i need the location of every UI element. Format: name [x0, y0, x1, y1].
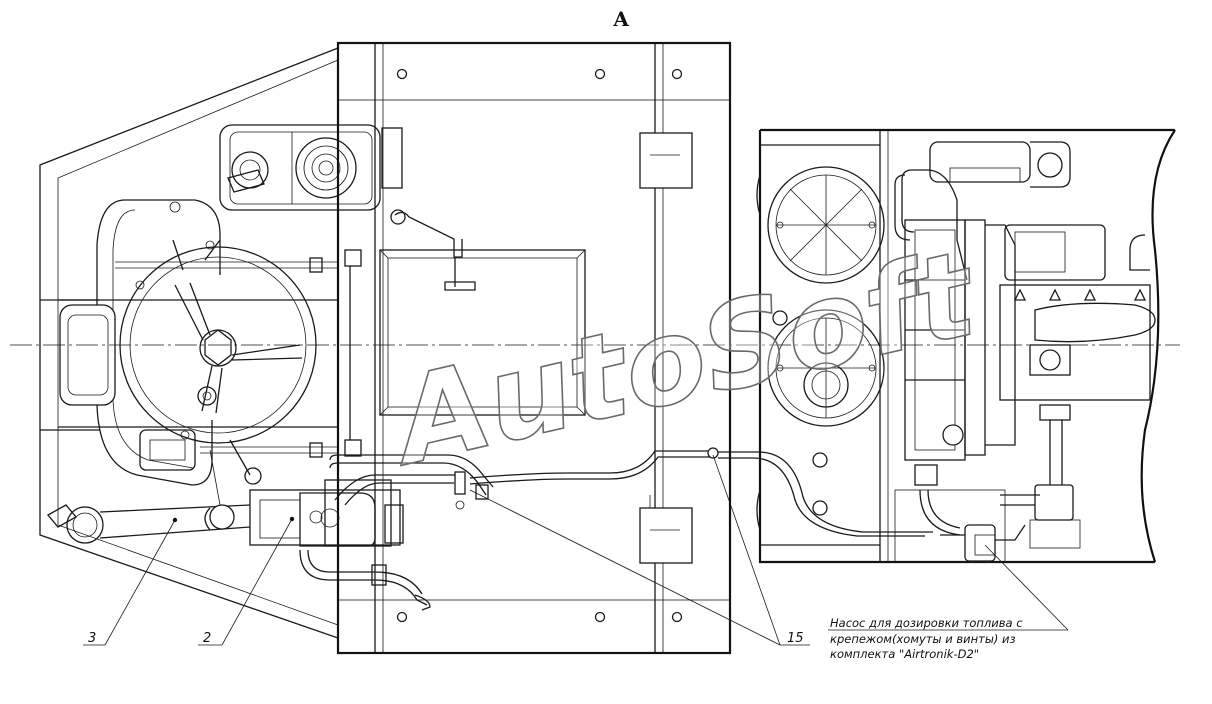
floor-hatch [379, 209, 586, 416]
control-box [219, 124, 403, 211]
cab-outline [39, 47, 339, 639]
leaders [83, 454, 1069, 646]
callout-2: 2 [203, 631, 211, 646]
pump-note-line-3: комплекта "Airtronik-D2" [830, 647, 979, 661]
filter-lower [767, 309, 885, 427]
pump-note-line-2: крепежом(хомуты и винты) из [830, 632, 1016, 646]
fuel-lines [329, 447, 933, 537]
watermark: AutoSoft [376, 224, 991, 493]
bolt-mid [812, 452, 828, 468]
callout-15: 15 [787, 631, 804, 646]
bolt-low [812, 500, 828, 516]
exhaust-pipe [46, 439, 262, 544]
heater-unit [249, 479, 431, 611]
pump-assembly [894, 404, 1081, 563]
pump-note-line-1: Насос для дозировки топлива с [830, 616, 1023, 630]
view-title: А [613, 7, 630, 31]
steering-wheel [119, 239, 317, 444]
engine-block [894, 141, 1156, 461]
filter-upper [767, 166, 885, 284]
frame [336, 41, 732, 655]
seat [59, 199, 221, 486]
callout-3: 3 [88, 631, 96, 646]
rails [58, 249, 362, 458]
